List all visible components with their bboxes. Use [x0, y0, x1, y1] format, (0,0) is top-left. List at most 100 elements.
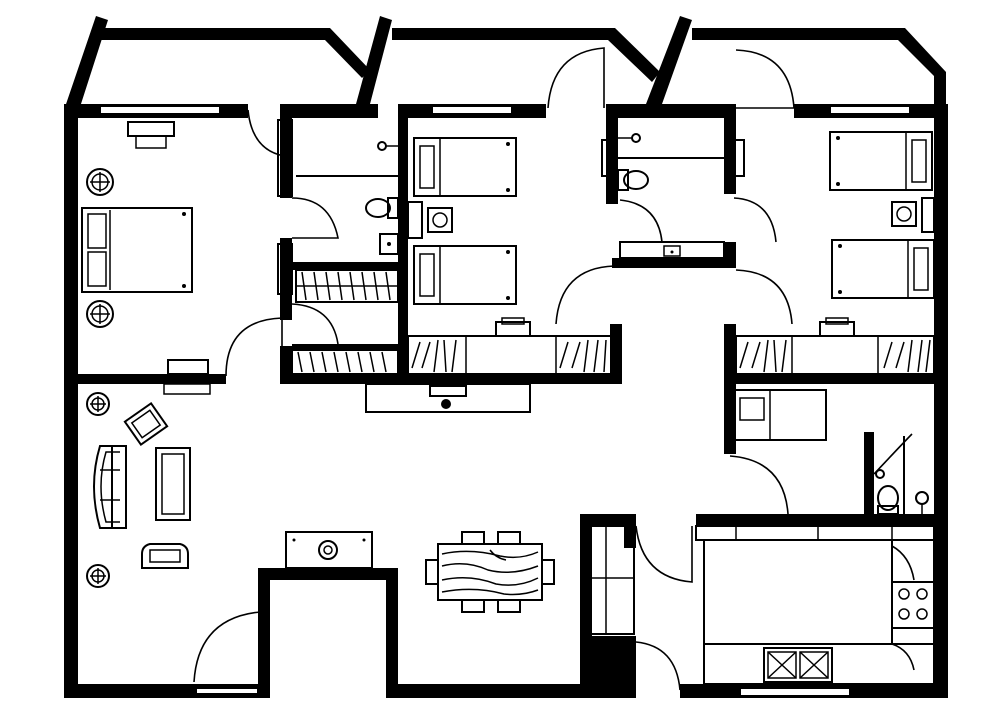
pantry: [589, 525, 635, 635]
floor-lamp: [86, 564, 110, 588]
door-bed4: [729, 455, 789, 515]
vanity-sink: [619, 241, 725, 259]
terrace-mid-wall: [356, 16, 392, 104]
terrace-mid-top: [392, 28, 660, 82]
pillow: [87, 213, 107, 249]
wall-top-bath2: [612, 104, 736, 118]
bathroom-1: [277, 119, 423, 295]
closet-rod: [297, 351, 387, 373]
bedroom-2: [365, 137, 615, 413]
toilet: [617, 169, 649, 191]
sofa: [93, 445, 127, 529]
bedroom-3: [735, 131, 935, 375]
tv-stand: [163, 359, 211, 395]
closet-rod: [301, 271, 391, 301]
door-master-living: [225, 317, 283, 377]
nightstand: [427, 207, 453, 233]
kitchen: [589, 525, 935, 685]
door-bed2-hall: [555, 265, 615, 325]
doors: [193, 47, 913, 691]
desk-chair: [819, 317, 855, 337]
desk-chair: [495, 317, 531, 337]
door-kitchen-bottom: [635, 641, 681, 691]
nightstand: [891, 201, 917, 227]
door-bath3: [873, 433, 913, 475]
door-bath2-right: [733, 197, 777, 243]
wood-grain: [441, 549, 539, 596]
entry: [270, 580, 386, 684]
side-table: [123, 401, 169, 447]
counter: [695, 525, 935, 541]
window-entry: [195, 687, 259, 695]
tv-console: [365, 383, 531, 413]
bookshelf: [411, 339, 457, 373]
wall-bed2-south: [398, 374, 620, 384]
window-master: [99, 105, 221, 115]
master-bedroom: [81, 121, 211, 395]
towel-bar: [407, 201, 423, 239]
floor-lamp: [86, 392, 110, 416]
bathroom-2: [601, 133, 745, 259]
window-bed3: [829, 105, 911, 115]
twin-bed: [733, 389, 827, 441]
nightstand-lamp: [86, 168, 114, 196]
desk: [407, 335, 615, 375]
counter-bottom: [703, 643, 935, 685]
double-sink: [763, 647, 833, 683]
wall-bath1-east: [398, 104, 408, 384]
double-bed: [81, 207, 193, 293]
shower: [277, 119, 293, 197]
shower-head: [631, 133, 641, 143]
window-kitchen: [739, 687, 851, 697]
wall-kitchen-column: [580, 636, 636, 698]
wall-master-south-b: [280, 374, 410, 384]
door-bath2: [619, 199, 663, 243]
walls: [64, 104, 948, 698]
wall-bed4-south: [696, 514, 948, 526]
twin-bed: [829, 131, 933, 191]
bookshelf: [559, 339, 607, 373]
desk-chair: [127, 121, 175, 149]
wall-bath2-east-b: [724, 242, 736, 268]
pillow: [87, 251, 107, 287]
wall-top-bath1: [286, 104, 378, 118]
wall-master-east-c: [280, 346, 292, 384]
terrace-left-wall: [64, 16, 108, 110]
door-bed3-hall: [735, 269, 793, 325]
stove: [891, 581, 935, 629]
wall-exterior-left: [64, 104, 78, 698]
terrace-right-wall: [646, 16, 692, 104]
island: [703, 539, 893, 645]
terrace-right-top: [692, 28, 946, 104]
balconies: [64, 16, 946, 110]
terrace-left-top: [100, 28, 370, 78]
nightstand-lamp: [86, 300, 114, 328]
shower-head: [377, 141, 387, 151]
door-kitchen: [635, 525, 693, 583]
dining-area: [425, 531, 555, 613]
windows: [99, 105, 911, 697]
armchair: [141, 543, 189, 569]
wall-kitchen-west: [580, 514, 636, 526]
window-bed2: [431, 105, 513, 115]
sink: [915, 491, 929, 514]
bedroom-4: [733, 389, 827, 441]
door-bath1: [291, 197, 339, 239]
closet-2: [291, 349, 399, 375]
coffee-table: [155, 447, 191, 521]
living-room: [86, 392, 373, 588]
wall-entry-left: [258, 568, 270, 698]
wall-bath2-south: [612, 258, 736, 268]
wall-exterior-right: [934, 104, 948, 698]
wall-master-east-a: [280, 104, 292, 198]
wall-closet2-top: [292, 344, 398, 350]
twin-bed: [413, 245, 517, 305]
wall-closet1-top: [292, 262, 398, 270]
twin-bed: [413, 137, 517, 197]
bookshelf: [739, 339, 787, 373]
chair: [541, 559, 555, 585]
door-bed3-balcony: [735, 49, 795, 109]
door-closet: [291, 303, 339, 345]
toilet: [365, 197, 399, 219]
